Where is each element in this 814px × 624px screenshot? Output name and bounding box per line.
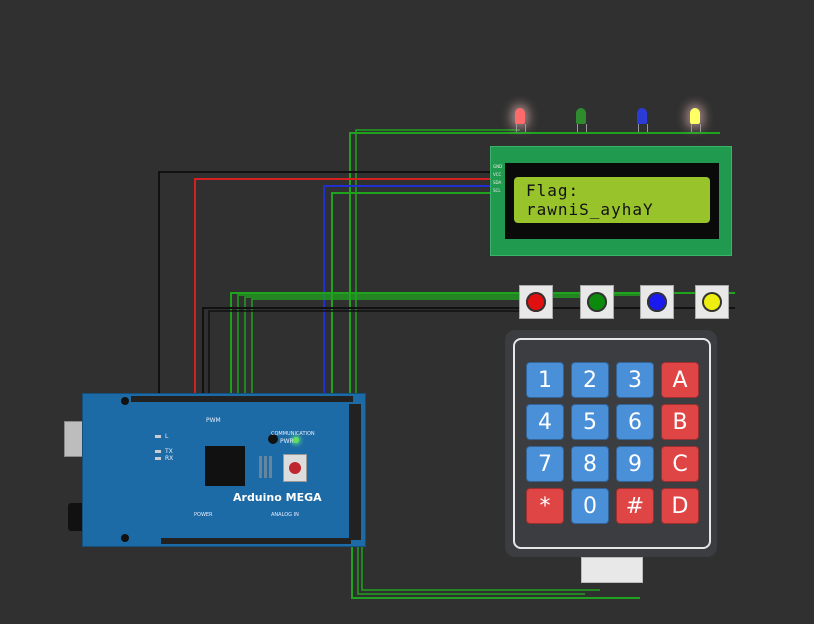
digital-header-side [349,404,361,540]
rx-label: RX [165,455,174,462]
lcd-bezel: Flag: rawniS_ayhaY [505,163,719,239]
lcd-line-1: Flag: [526,181,580,200]
blue-led [637,108,648,132]
keypad-key-d[interactable]: D [661,488,699,524]
lcd-pin-sda: SDA [493,180,502,185]
keypad-frame [513,338,711,549]
mounting-hole [121,534,129,542]
keypad-key-8[interactable]: 8 [571,446,609,482]
keypad-key-4[interactable]: 4 [526,404,564,440]
lcd-pin-gnd: GND [493,164,503,169]
keypad-key-1[interactable]: 1 [526,362,564,398]
lcd-scl-wire [331,192,500,398]
power-led-icon [293,437,299,443]
keypad-key-star[interactable]: * [526,488,564,524]
mounting-hole [121,397,129,405]
keypad-key-7[interactable]: 7 [526,446,564,482]
lcd-screen: Flag: rawniS_ayhaY [514,177,710,223]
button-cap [647,292,667,312]
keypad-key-b[interactable]: B [661,404,699,440]
keypad-key-0[interactable]: 0 [571,488,609,524]
lcd-line-2: rawniS_ayhaY [526,200,654,219]
lcd-gnd-wire [158,171,500,398]
l-label: L [165,433,169,440]
tx-label: TX [165,448,173,455]
l-led-icon [155,435,161,438]
microcontroller-chip [205,446,245,486]
lcd-sda-wire [323,185,500,398]
digital-header-top [131,396,353,402]
keypad-key-2[interactable]: 2 [571,362,609,398]
red-led [515,108,526,132]
green-led [576,108,587,132]
reset-button[interactable] [283,454,307,482]
arduino-mega-board[interactable]: PWR PWM COMMUNICATION POWER ANALOG IN L … [82,393,366,547]
yellow-pushbutton[interactable] [695,285,729,319]
lcd-pin-scl: SCL [493,188,501,193]
keypad-key-c[interactable]: C [661,446,699,482]
lcd-pin-vcc: VCC [493,172,502,177]
tx-led-icon [155,450,161,453]
board-name: Arduino MEGA [233,491,322,504]
button-cap [526,292,546,312]
blue-pushbutton[interactable] [640,285,674,319]
keypad-key-9[interactable]: 9 [616,446,654,482]
power-analog-header [161,538,351,544]
keypad-key-a[interactable]: A [661,362,699,398]
keypad-key-3[interactable]: 3 [616,362,654,398]
power-label: POWER [194,512,213,518]
analog-in-label: ANALOG IN [271,512,299,518]
pwr-label: PWR [280,438,294,445]
lcd-pin-labels: GND VCC SDA SCL [493,163,503,195]
button-cap [702,292,722,312]
button-wire [251,298,540,398]
lcd-display[interactable]: GND VCC SDA SCL Flag: rawniS_ayhaY [490,146,732,256]
keypad-connector [581,557,643,583]
red-pushbutton[interactable] [519,285,553,319]
pwm-label: PWM [206,417,221,424]
button-cap [587,292,607,312]
keypad-key-hash[interactable]: # [616,488,654,524]
yellow-led [690,108,701,132]
communication-label: COMMUNICATION [271,431,315,437]
keypad-key-5[interactable]: 5 [571,404,609,440]
mounting-hole [268,434,278,444]
keypad-key-6[interactable]: 6 [616,404,654,440]
rx-led-icon [155,457,161,460]
icsp-header [259,456,273,478]
green-pushbutton[interactable] [580,285,614,319]
